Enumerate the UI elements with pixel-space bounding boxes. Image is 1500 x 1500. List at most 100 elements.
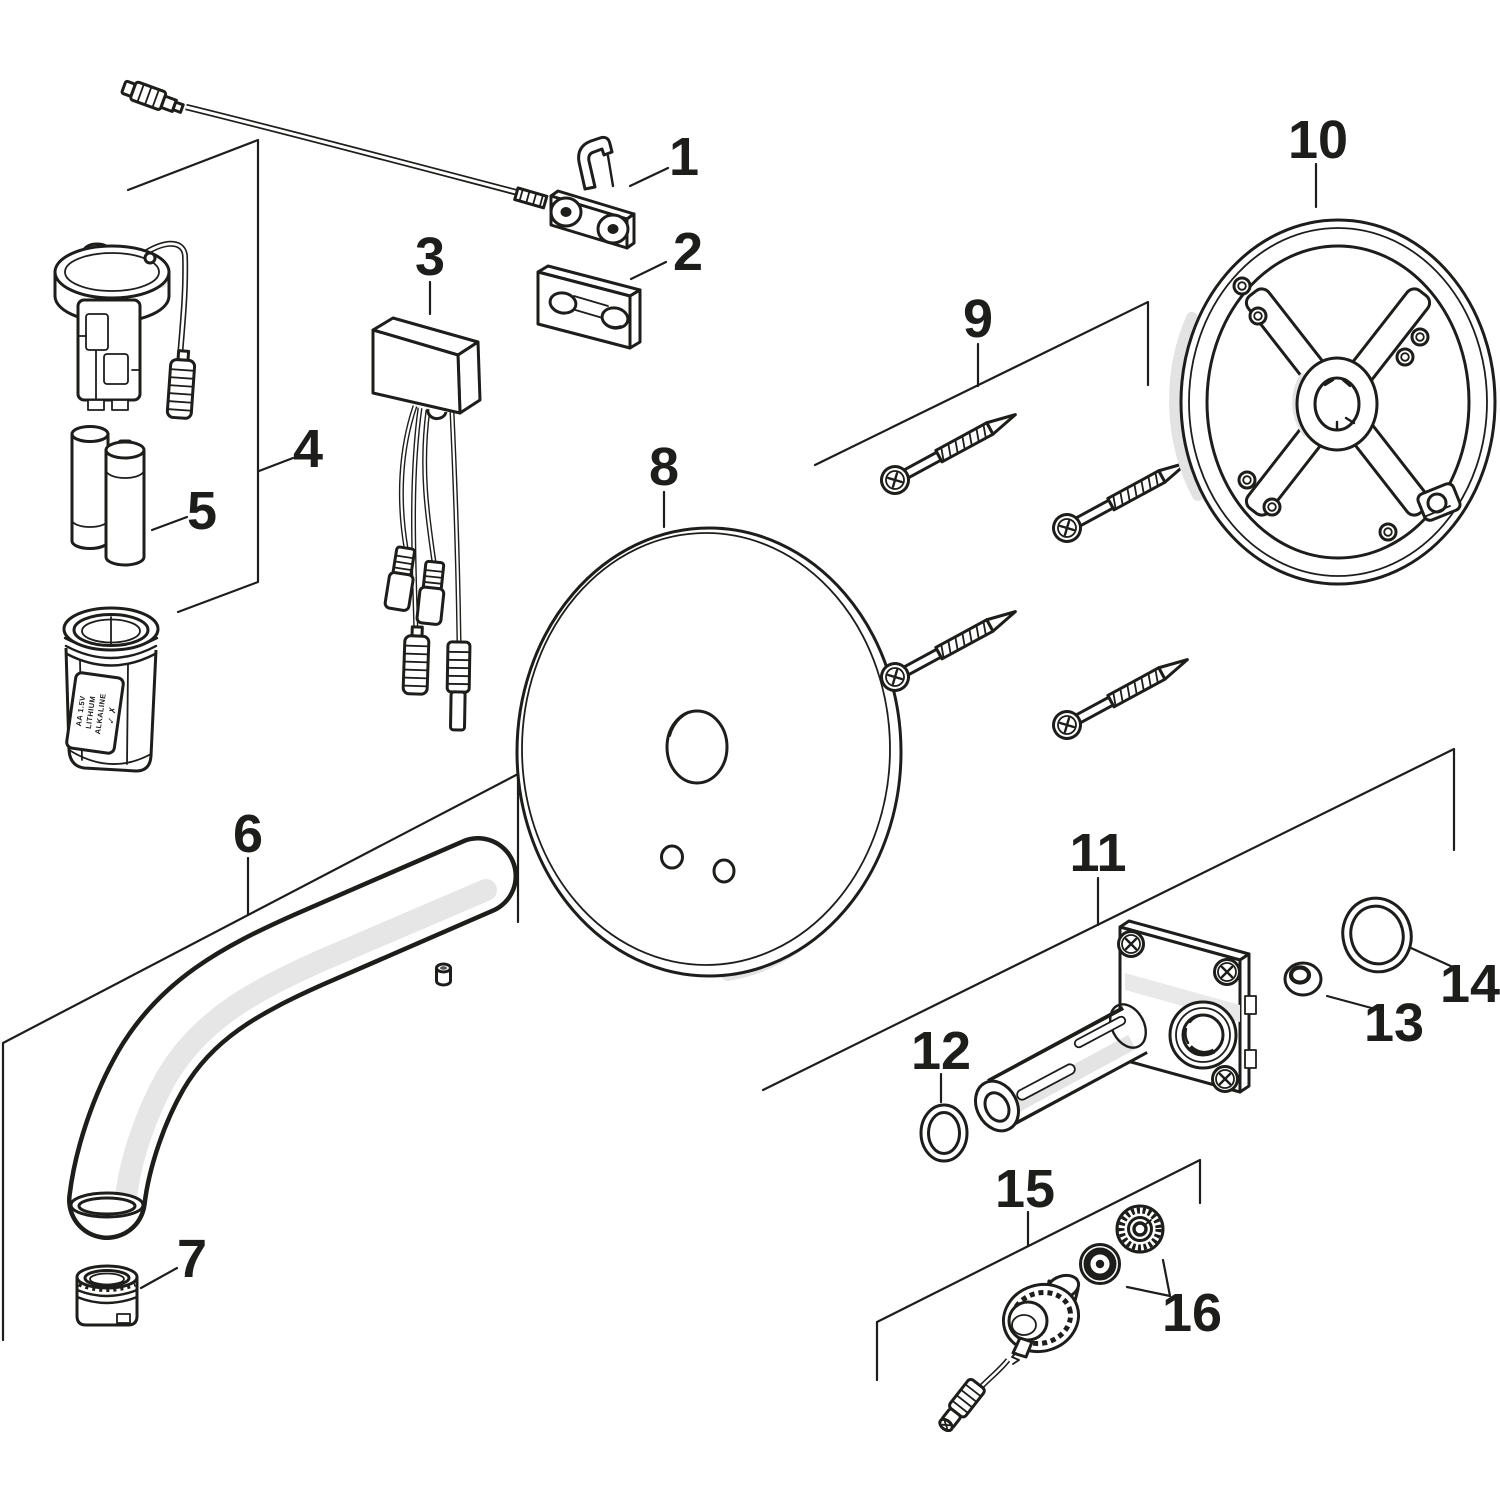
clip-roller-2-hole [607, 224, 619, 234]
part-13-bushing [1283, 961, 1323, 997]
screw-2 [1047, 449, 1196, 548]
part-11-wall-body [974, 919, 1257, 1133]
part-label-12: 12 [911, 1021, 971, 1081]
screw-1 [875, 401, 1024, 500]
part-label-4: 4 [293, 419, 323, 479]
spout-body [71, 840, 514, 1236]
part-14-o-ring-large [1341, 896, 1413, 974]
leader-part-2 [629, 260, 668, 281]
part-9-screws [875, 401, 1196, 745]
solenoid-spring [1011, 1352, 1020, 1365]
part-label-9: 9 [963, 289, 993, 349]
body-spigot-slot-2 [1016, 1063, 1076, 1101]
anchor-plate-hole-right [600, 306, 630, 330]
battery-cell-1 [70, 425, 110, 550]
leader-part-5 [150, 515, 189, 532]
part-12-o-ring-small [919, 1103, 969, 1163]
body-port-boss [1168, 1000, 1238, 1070]
part-label-7: 7 [177, 1229, 207, 1289]
canister-label-marks: ✓ ✗ [107, 706, 119, 725]
body-tab-2 [1244, 1049, 1257, 1069]
part-16-seal-and-filter [1079, 1204, 1165, 1285]
leader-part-7 [139, 1266, 179, 1290]
bracket-part-6 [1, 772, 520, 1342]
solenoid-connector [938, 1377, 986, 1433]
bracket-part-11 [761, 747, 1456, 1092]
control-cable-1-core [400, 405, 417, 549]
cover-plate-rim [521, 532, 891, 966]
control-box-side [456, 340, 482, 415]
connector-plug-2 [415, 559, 449, 627]
part-2-anchor-plate [536, 264, 642, 350]
leader-part-13 [1325, 994, 1381, 1012]
sensor-cable-connector [120, 79, 185, 114]
control-box-grommet [426, 408, 448, 421]
solenoid-castellation [1008, 1289, 1074, 1347]
part-label-2: 2 [673, 222, 703, 282]
battery-holder-body [76, 298, 142, 411]
part-label-16: 16 [1162, 1283, 1222, 1343]
ring-shading [1169, 312, 1204, 501]
part-label-10: 10 [1288, 110, 1348, 170]
part-label-14: 14 [1440, 954, 1500, 1014]
seal-washer [1079, 1243, 1121, 1285]
connector-plug-4 [444, 640, 472, 732]
part-label-13: 13 [1364, 993, 1424, 1053]
part-15-solenoid-cartridge [938, 1273, 1081, 1433]
clip-hook [577, 135, 614, 191]
reference-brackets [1, 138, 1457, 1382]
body-tab-1 [1244, 995, 1257, 1015]
anchor-plate-front [536, 270, 632, 350]
part-8-cover-plate [515, 526, 903, 981]
body-flange-screws [1117, 930, 1241, 1093]
ring-inner [1205, 244, 1471, 560]
part-4-battery-pack [53, 240, 198, 421]
battery-canister: AA 1.5V LITHIUM ALKALINE ✓ ✗ [62, 606, 160, 773]
leader-part-14 [1409, 946, 1457, 970]
body-spigot-bore [983, 1091, 1011, 1123]
filter-disc [1115, 1204, 1165, 1254]
screw-3 [875, 598, 1024, 697]
screw-4 [1047, 646, 1196, 745]
canister-label: AA 1.5V LITHIUM ALKALINE ✓ ✗ [65, 671, 125, 755]
cover-plate-hole-right-edge [714, 859, 725, 868]
spout-mouth-inner [77, 1196, 137, 1216]
part-3-control-unit [371, 316, 482, 732]
part-1-sensor-cable [120, 79, 636, 250]
part-6-spout [67, 836, 518, 1240]
part-5-batteries [70, 425, 146, 567]
control-cable-2-core [423, 409, 436, 563]
anchor-plate-hole-shadows [552, 307, 622, 328]
cable-clip-bracket [549, 135, 636, 250]
control-cable-3-core [412, 407, 422, 635]
part-label-3: 3 [415, 227, 445, 287]
part-label-11: 11 [1069, 823, 1126, 883]
battery-cap-cable-core [141, 242, 187, 357]
part-7-aerator [75, 1264, 139, 1327]
solenoid-front-face [1011, 1314, 1037, 1336]
control-box-front [371, 328, 462, 415]
ring-clip-detail [1416, 482, 1462, 522]
connector-plug-3 [401, 625, 431, 696]
bracket-part-4 [126, 138, 260, 614]
spout-shading [115, 879, 497, 1209]
battery-cap [53, 242, 171, 324]
leader-part-16 [1125, 1258, 1172, 1298]
cover-plate-hole-left-edge [662, 845, 673, 854]
control-cable-4-core [450, 411, 461, 643]
battery-cable-plug [165, 348, 198, 421]
ring-hub [1292, 356, 1379, 452]
bracket-part-15 [875, 1158, 1202, 1382]
clip-hook-edge [606, 154, 615, 188]
spout-set-screw [435, 962, 452, 987]
part-label-1: 1 [669, 127, 699, 187]
body-spigot-collar [1109, 1003, 1147, 1049]
part-label-15: 15 [995, 1159, 1055, 1219]
solenoid-cable-core [981, 1359, 1009, 1387]
anchor-plate-slot [571, 295, 609, 320]
cable-crimp [513, 186, 549, 210]
body-spigot-slot-1 [1073, 1015, 1127, 1049]
